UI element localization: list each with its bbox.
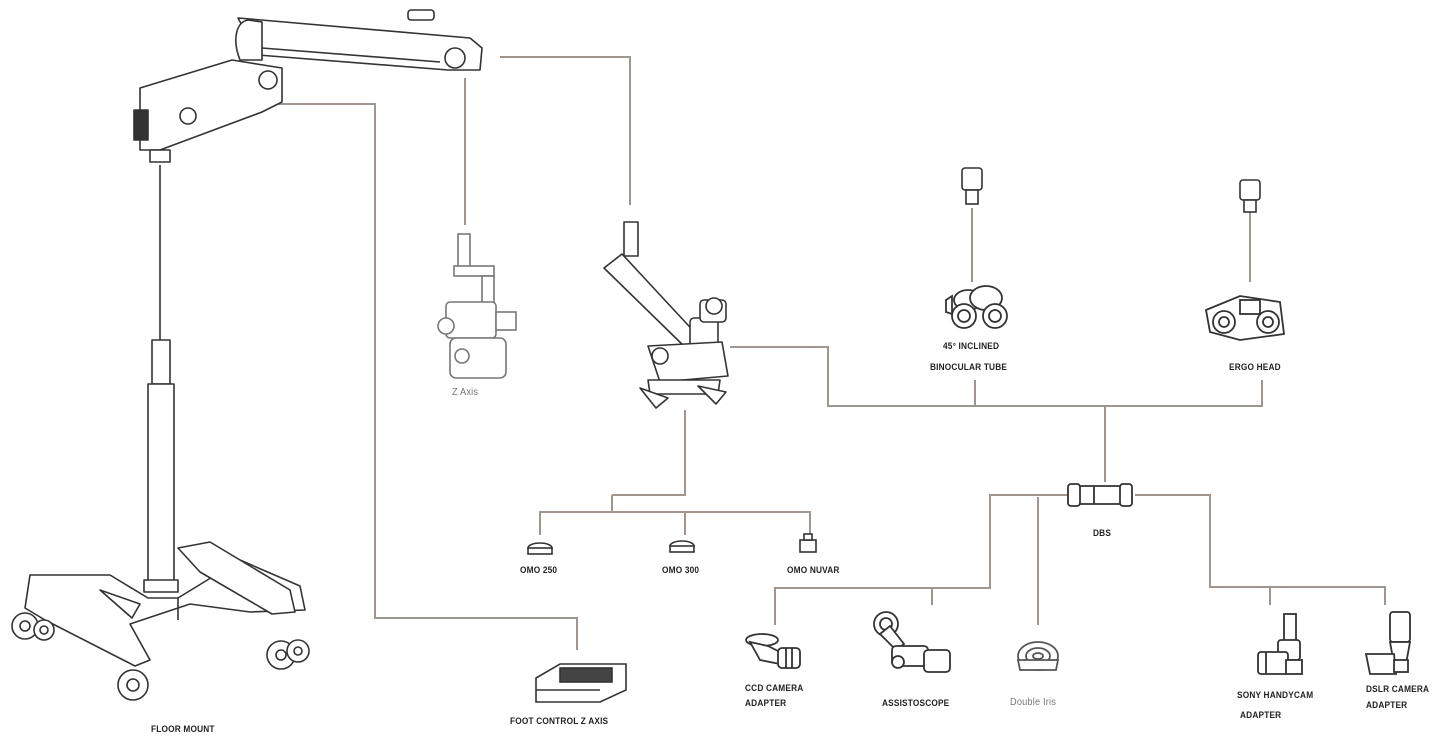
sony-adapter-label-line2: ADAPTER [1240,710,1282,720]
dslr-adapter-label-line1: DSLR CAMERA [1366,684,1430,694]
binocular-tube-illustration [945,285,1008,329]
dslr-adapter-label-line2: ADAPTER [1366,700,1408,710]
sony-adapter-illustration [1257,613,1303,675]
assistoscope-illustration [873,611,951,673]
omo-250-label: OMO 250 [520,565,558,575]
foot-control-label: FOOT CONTROL Z AXIS [510,716,609,726]
microscope-head-illustration [603,221,729,409]
double-iris-illustration [1016,641,1060,671]
objective-lens-illustrations [527,533,817,555]
ergo-head-label: ERGO HEAD [1229,362,1281,372]
foot-control-illustration [535,663,627,703]
assistoscope-label: ASSISTOSCOPE [882,698,950,708]
inclined-tube-label-line2: BINOCULAR TUBE [930,362,1008,372]
ccd-adapter-illustration [745,633,801,669]
connector-lines [275,56,1386,650]
floor-stand-illustration [11,9,483,701]
omo-nuvar-label: OMO NUVAR [787,565,840,575]
dslr-adapter-illustration [1364,611,1412,675]
z-axis-label: Z Axis [452,387,479,398]
ergo-head-illustration [1204,295,1286,341]
inclined-tube-label-line1: 45° INCLINED [943,341,1000,351]
dbs-illustration [1067,483,1133,507]
ccd-adapter-label-line2: ADAPTER [745,698,787,708]
eyepiece-illustrations [961,167,1261,213]
floor-mount-label: FLOOR MOUNT [151,724,215,734]
ccd-adapter-label-line1: CCD CAMERA [745,683,804,693]
sony-adapter-label-line1: SONY HANDYCAM [1237,690,1314,700]
double-iris-label: Double Iris [1010,697,1056,708]
z-axis-illustration [437,233,517,379]
dbs-label: DBS [1093,528,1112,538]
omo-300-label: OMO 300 [662,565,700,575]
